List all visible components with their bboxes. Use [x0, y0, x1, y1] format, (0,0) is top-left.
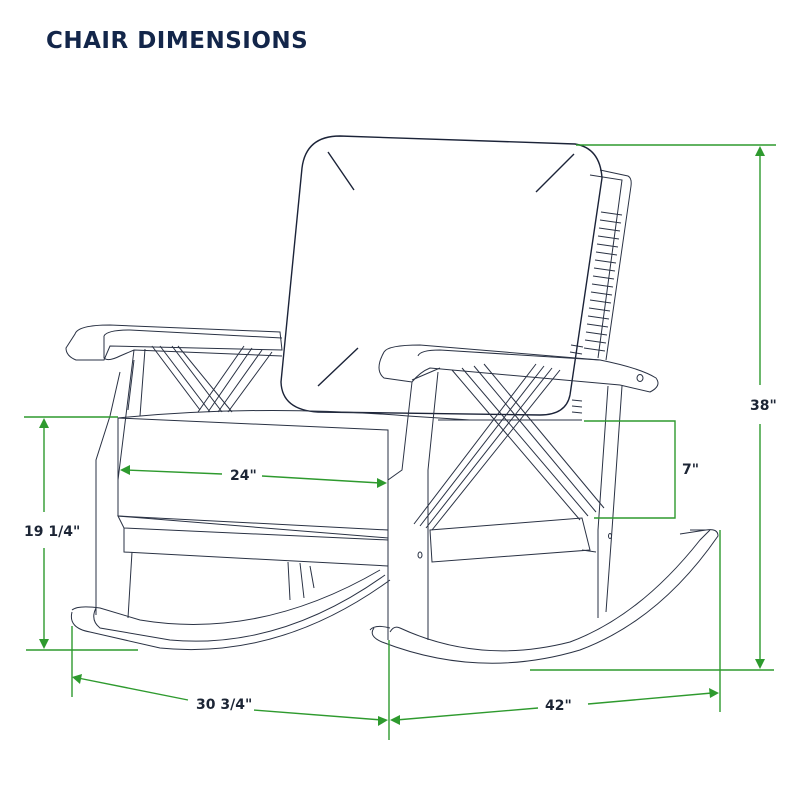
dimension-seat-height	[24, 416, 138, 651]
dimension-overall-height	[530, 144, 776, 671]
label-arm-height: 7"	[680, 462, 702, 478]
dimension-seat-width	[120, 465, 387, 488]
right-armrest	[378, 344, 659, 393]
left-rocker	[70, 569, 391, 651]
right-front-leg	[387, 371, 439, 640]
right-x-brace	[413, 363, 605, 563]
dimension-overall-width	[71, 626, 390, 740]
label-seat-height: 19 1/4"	[22, 524, 83, 540]
right-rocker	[369, 529, 719, 664]
back-cushion	[280, 135, 603, 416]
left-armrest	[65, 324, 283, 615]
left-x-brace	[151, 345, 273, 413]
right-back-leg	[597, 385, 623, 618]
page-title: CHAIR DIMENSIONS	[46, 28, 309, 54]
dimension-arm-height	[584, 420, 676, 519]
seat-front	[117, 409, 471, 619]
label-overall-width: 30 3/4"	[194, 697, 255, 713]
chair-back-frame	[569, 169, 632, 414]
label-overall-height: 38"	[748, 398, 779, 414]
label-overall-depth: 42"	[543, 698, 574, 714]
label-seat-width: 24"	[228, 468, 259, 484]
dimension-overall-depth	[390, 530, 721, 725]
